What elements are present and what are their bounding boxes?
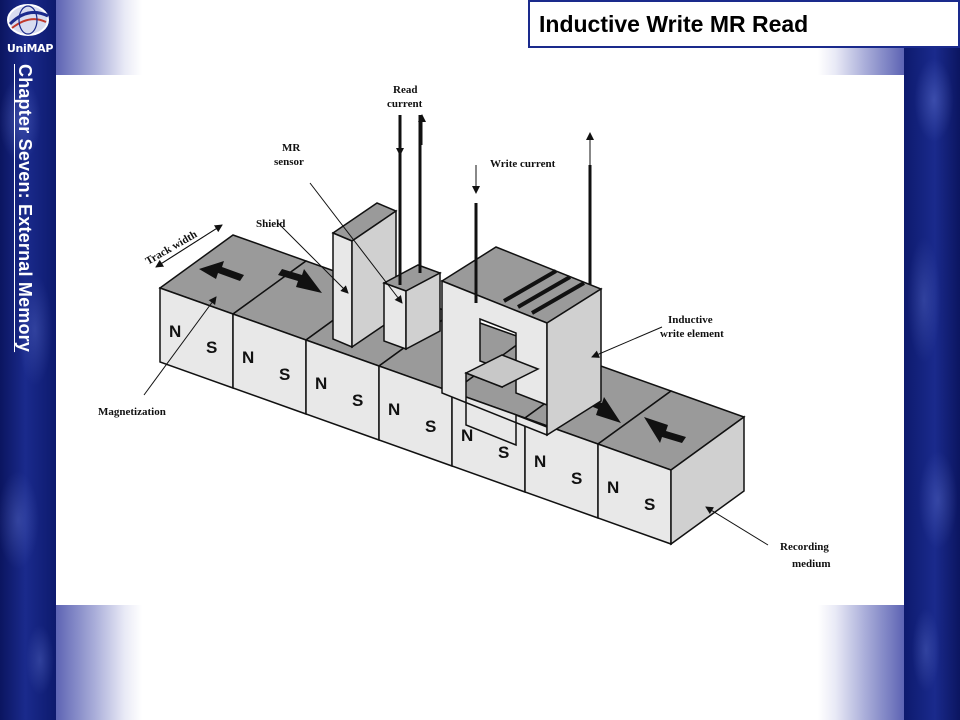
svg-text:N: N [388, 400, 400, 419]
left-top-gradient-band [56, 0, 142, 75]
svg-text:N: N [169, 322, 181, 341]
svg-text:N: N [607, 478, 619, 497]
left-bottom-gradient-band [56, 605, 142, 720]
label-mr-sensor-2: sensor [274, 156, 304, 168]
chapter-title[interactable]: Chapter Seven: External Memory [15, 64, 35, 353]
magnetization-arrows [199, 261, 686, 443]
right-decorative-strip [904, 0, 960, 720]
svg-text:N: N [534, 452, 546, 471]
diagram-labels: Read current MR sensor Write current Shi… [98, 84, 831, 570]
label-read-current-1: Read [393, 84, 417, 96]
svg-text:N: N [461, 426, 473, 445]
svg-text:S: S [352, 391, 363, 410]
label-inductive-1: Inductive [668, 314, 713, 326]
svg-text:S: S [644, 495, 655, 514]
right-bottom-gradient-band [818, 605, 904, 720]
left-decorative-strip [0, 0, 56, 720]
logo-text: UniMAP [6, 42, 54, 55]
title-box: Inductive Write MR Read [528, 0, 960, 48]
inductive-write-element [440, 132, 603, 447]
diagram-svg: N S N S N S N S N S N S N S [98, 84, 831, 570]
label-mr-sensor-1: MR [282, 142, 301, 154]
label-recording-2: medium [792, 558, 831, 570]
svg-text:S: S [498, 443, 509, 462]
svg-text:N: N [315, 374, 327, 393]
globe-icon [7, 4, 49, 36]
svg-text:S: S [425, 417, 436, 436]
slide-title: Inductive Write MR Read [539, 11, 809, 37]
label-track-width: Track width [144, 228, 200, 267]
svg-text:S: S [206, 338, 217, 357]
label-write-current: Write current [490, 158, 556, 170]
svg-text:S: S [279, 365, 290, 384]
read-write-head-diagram: N S N S N S N S N S N S N S [56, 75, 904, 605]
label-inductive-2: write element [660, 328, 724, 340]
medium-front-faces [159, 286, 745, 546]
label-shield: Shield [256, 218, 285, 230]
pole-labels: N S N S N S N S N S N S N S [169, 322, 655, 514]
university-logo: UniMAP [2, 2, 56, 60]
label-recording-1: Recording [780, 541, 829, 553]
leader-lines [143, 182, 769, 546]
label-read-current-2: current [387, 98, 423, 110]
svg-text:N: N [242, 348, 254, 367]
svg-text:S: S [571, 469, 582, 488]
label-magnetization: Magnetization [98, 406, 166, 418]
